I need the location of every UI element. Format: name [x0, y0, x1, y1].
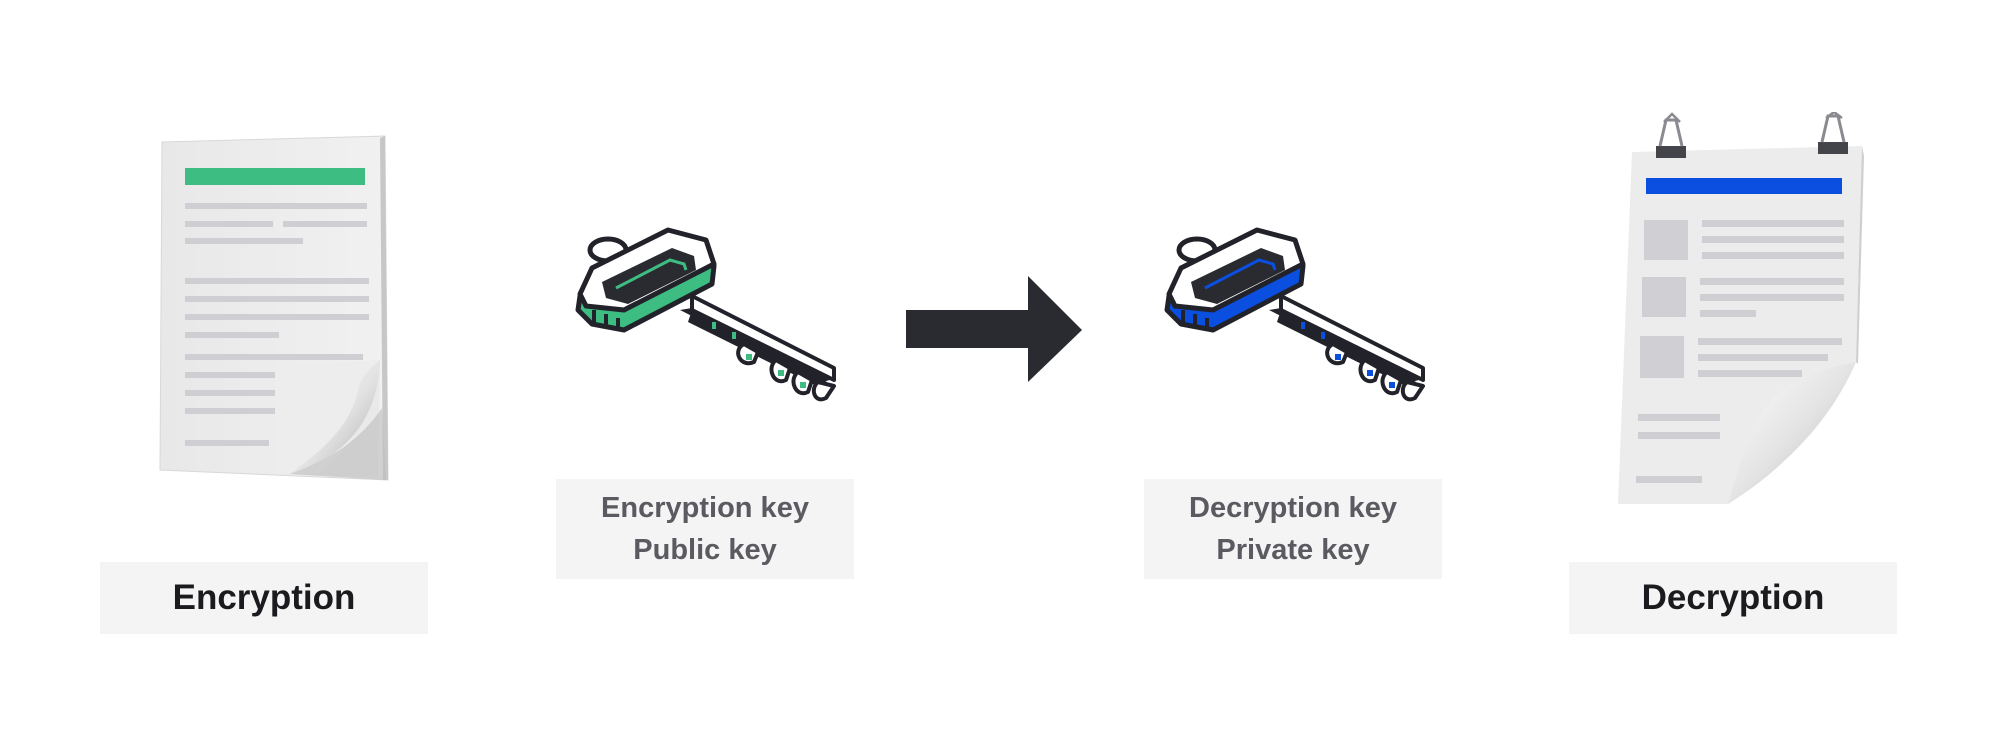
encryption-key-icon — [575, 227, 836, 402]
decryption-key-icon — [1164, 227, 1425, 402]
encryption-key-label: Encryption key Public key — [556, 479, 854, 579]
decryption-text: Decryption — [1641, 578, 1825, 617]
binder-clip-icon — [1656, 112, 1686, 158]
document-text-lines — [1636, 220, 1844, 483]
binder-clip-icon — [1818, 112, 1848, 154]
public-key-text: Public key — [633, 534, 777, 566]
arrow-right-icon — [906, 276, 1082, 382]
encryption-text: Encryption — [172, 578, 356, 617]
encryption-label: Encryption — [100, 562, 428, 634]
private-key-text: Private key — [1216, 534, 1370, 566]
document-image-blocks — [1640, 220, 1688, 378]
decrypted-document-icon — [1618, 112, 1864, 504]
document-title-bar — [1646, 178, 1842, 194]
decryption-label: Decryption — [1569, 562, 1897, 634]
encrypted-document-icon — [159, 135, 389, 481]
document-text-lines — [185, 203, 369, 446]
decryption-key-text: Decryption key — [1189, 492, 1397, 524]
decryption-key-label: Decryption key Private key — [1144, 479, 1442, 579]
encryption-key-text: Encryption key — [601, 492, 809, 524]
document-title-bar — [185, 168, 365, 185]
